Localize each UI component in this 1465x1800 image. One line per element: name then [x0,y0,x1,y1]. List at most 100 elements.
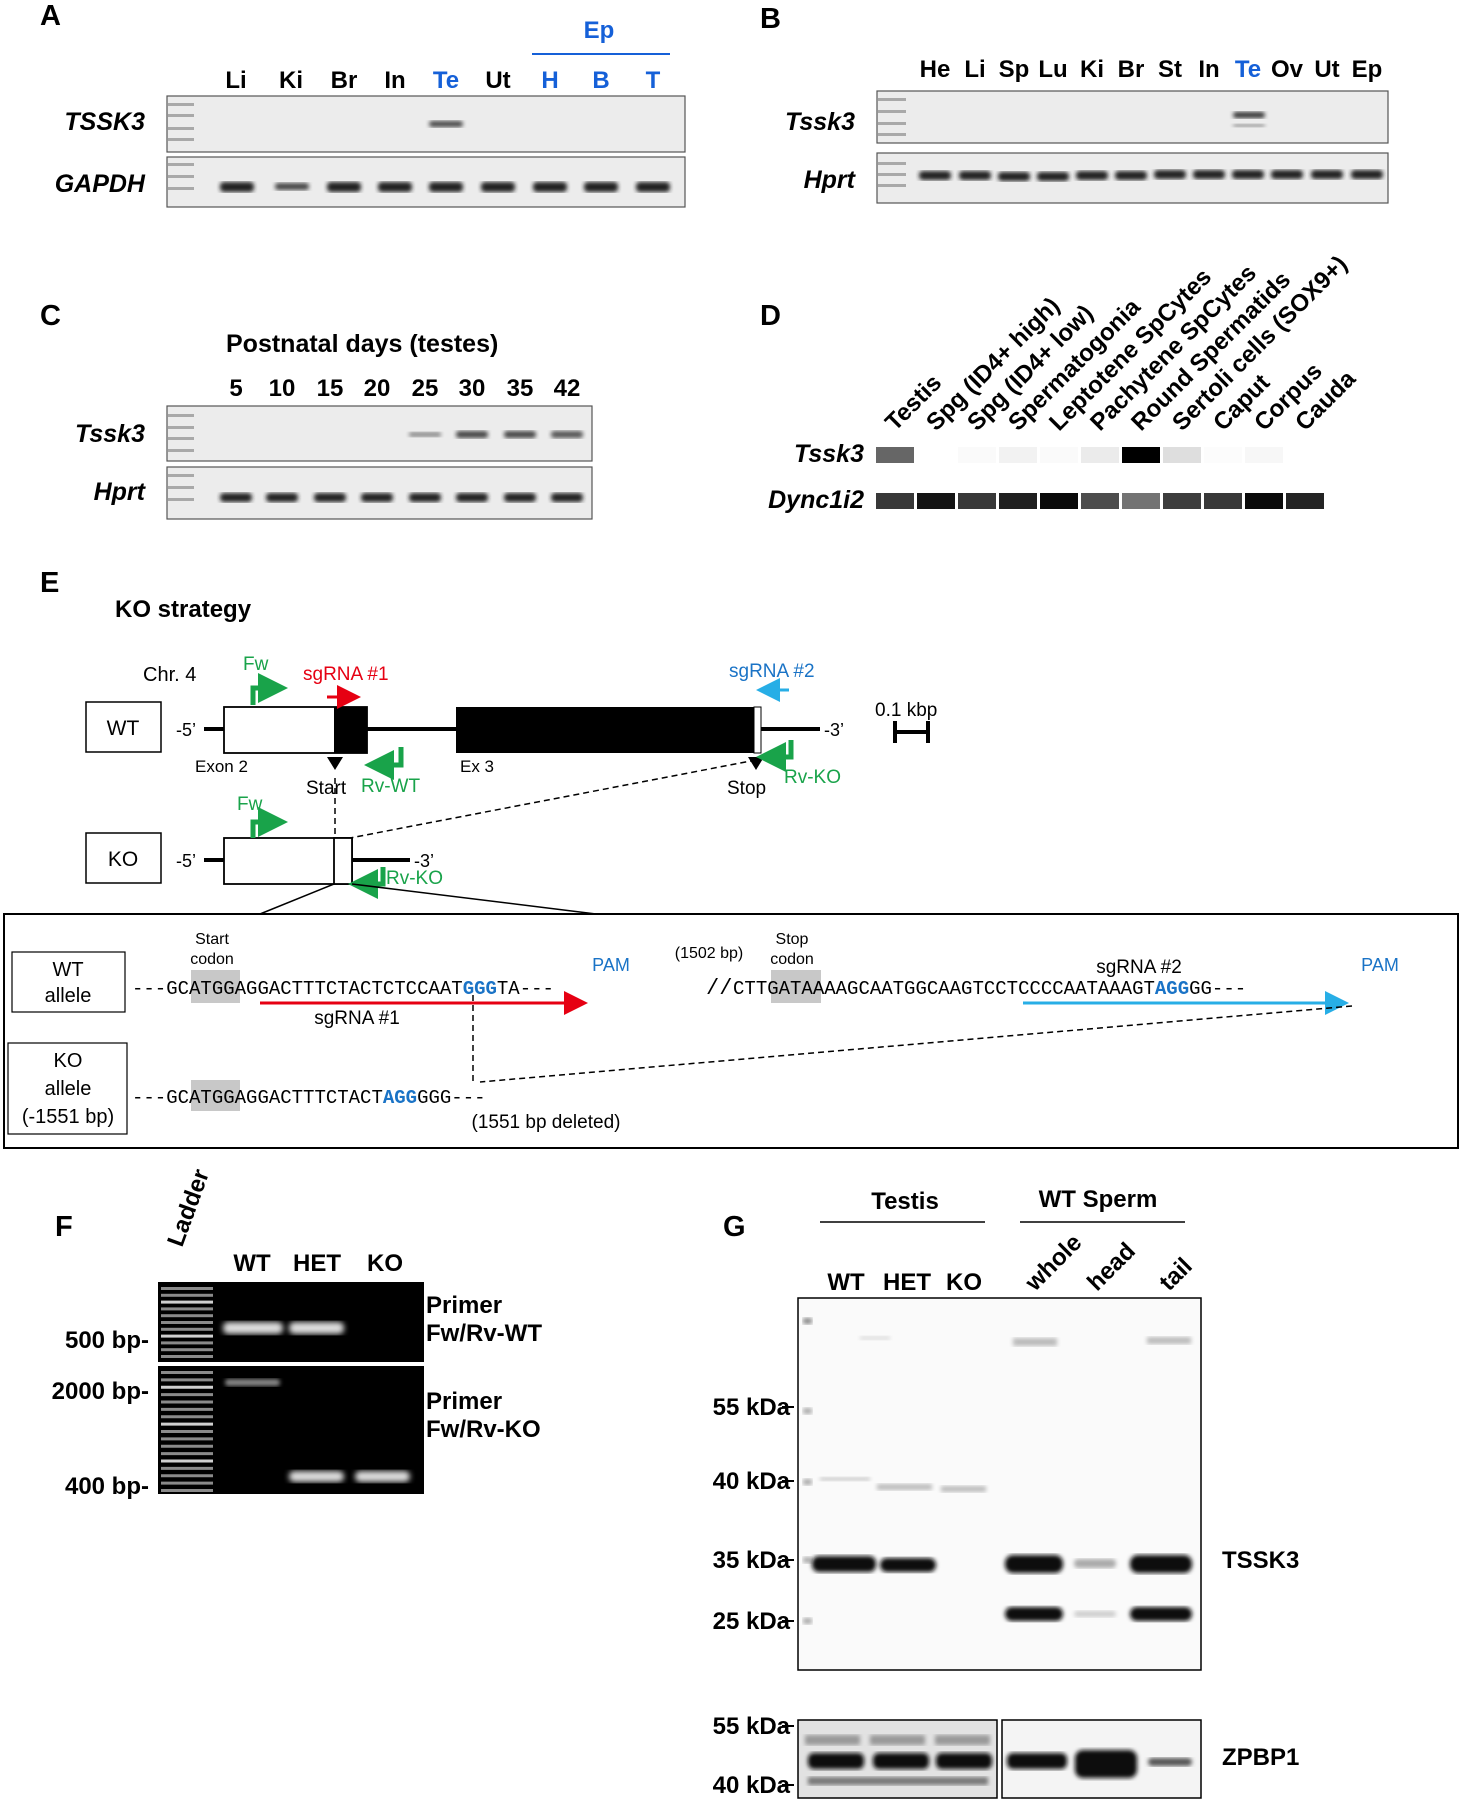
ladder-band [161,1327,213,1331]
size-500bp: 500 bp- [65,1327,149,1354]
primer-wt-label: Fw/Rv-WT [426,1320,542,1347]
ko-allele-box [7,1042,128,1135]
rv-wt-primer-arrow [364,747,404,780]
g-lane-ko: KO [946,1269,982,1296]
stop-label: Stop [727,778,766,799]
heat-cell-dync1i2-0 [876,493,914,509]
ladder-band [161,1321,213,1324]
primer-wt-label: Primer [426,1292,502,1319]
rv-ko-primer-arrow [756,740,794,772]
heat-cell-tssk3-7 [1163,447,1201,463]
lane-label-ep-t: T [646,67,661,94]
day-label: 25 [412,375,439,402]
gene-label-tssk3-c: Tssk3 [75,420,145,448]
lane-label: In [384,67,405,94]
lane-label: Br [331,67,358,94]
ko-start-codon-highlight [191,1080,240,1111]
wt-gene-map: WT -5’ -3’ Exon 2 Ex 3 Start Stop Fw sgR… [85,654,937,799]
gel-c-bottom [166,466,593,520]
marker-55: 55 kDa [713,1394,791,1421]
gene-label-hprt-c: Hprt [94,478,147,506]
heat-cell-dync1i2-1 [917,493,955,509]
fw-label: Fw [243,654,269,675]
day-label: 15 [317,375,344,402]
ladder-band [161,1293,213,1297]
stop-codon-label: codon [770,951,814,968]
seq-break: // [706,976,732,1001]
ko-fw-label: Fw [237,794,263,815]
detail-sgrna1-label: sgRNA #1 [314,1008,400,1029]
lane-label: Ut [485,67,510,94]
lane-label: In [1198,56,1219,83]
lane-label: Ep [1352,56,1383,83]
ladder-band [161,1444,213,1448]
heat-cell-dync1i2-2 [958,493,996,509]
f-lane-ko: KO [367,1250,403,1277]
ko-five-prime: -5’ [176,851,196,871]
marker-35: 35 kDa [713,1547,791,1574]
day-label: 42 [554,375,581,402]
lane-label: Lu [1038,56,1067,83]
sgrna2-label: sgRNA #2 [729,661,815,682]
ko-rv-label: Rv-KO [386,868,443,889]
gel-f-top [158,1282,424,1362]
marker-40: 40 kDa [713,1468,791,1495]
gene-label-tssk3-b: Tssk3 [785,108,855,136]
heat-cell-dync1i2-7 [1163,493,1201,509]
gel-b-bottom [876,152,1389,204]
ladder-band [161,1415,213,1419]
heat-cell-dync1i2-3 [999,493,1037,509]
gene-label-gapdh: GAPDH [55,170,146,198]
lane-label-te: Te [433,67,459,94]
g-lane-tail: tail [1154,1253,1198,1297]
chromosome-label: Chr. 4 [143,664,196,686]
pam2-label: PAM [1361,955,1399,975]
g-lane-wt: WT [827,1269,865,1296]
panel-a-lanes: Li Ki Br In Te Ut H B T Ep [225,17,670,94]
exon2-cds [334,707,367,753]
heat-cell-dync1i2-9 [1245,493,1283,509]
lane-label: Br [1118,56,1145,83]
primer-ko-label: Primer [426,1388,502,1415]
g-group-sperm: WT Sperm [1039,1186,1158,1213]
ko-allele-label: allele [45,1078,92,1100]
lane-label: Ut [1314,56,1339,83]
heat-cell-tssk3-10 [1286,447,1324,463]
lane-label: Ki [1080,56,1104,83]
deleted-label: (1551 bp deleted) [472,1112,621,1133]
heat-cell-tssk3-8 [1204,447,1242,463]
ladder-band [161,1341,213,1345]
day-label: 30 [459,375,486,402]
target-tssk3: TSSK3 [1222,1547,1299,1574]
heatmap [876,447,1324,509]
blot-zpbp1 [797,1719,1202,1799]
rv-wt-label: Rv-WT [361,776,420,797]
exon3-cds [456,707,761,753]
marker-40-bottom: 40 kDa [713,1772,791,1799]
ladder-band [161,1307,213,1311]
heat-cell-dync1i2-4 [1040,493,1078,509]
gene-label-tssk3: TSSK3 [64,108,145,136]
lane-label-te: Te [1235,56,1261,83]
fw-primer-arrow [250,673,288,705]
f-lane-wt: WT [233,1250,271,1277]
ladder-band [161,1334,213,1338]
wt-sequence: ---GCATGGAGGACTTTCTACTCTCCAATGGGTA--- [132,978,554,1000]
start-codon-label: codon [190,951,234,968]
ko-allele-label: KO [54,1050,83,1072]
ladder-band [161,1466,213,1470]
lane-label: He [920,56,951,83]
ep-group-label: Ep [584,17,615,44]
day-label: 20 [364,375,391,402]
ladder-band [161,1452,213,1456]
ladder-band [161,1437,213,1441]
detail-sgrna2-label: sgRNA #2 [1096,957,1182,978]
ladder-band [161,1474,213,1478]
stop-marker [748,757,764,770]
ladder-band [161,1459,213,1463]
scale-label: 0.1 kbp [875,700,937,721]
gel-f-bottom [158,1366,424,1494]
stop-codon-label: Stop [776,931,809,948]
heat-cell-tssk3-6 [1122,447,1160,463]
